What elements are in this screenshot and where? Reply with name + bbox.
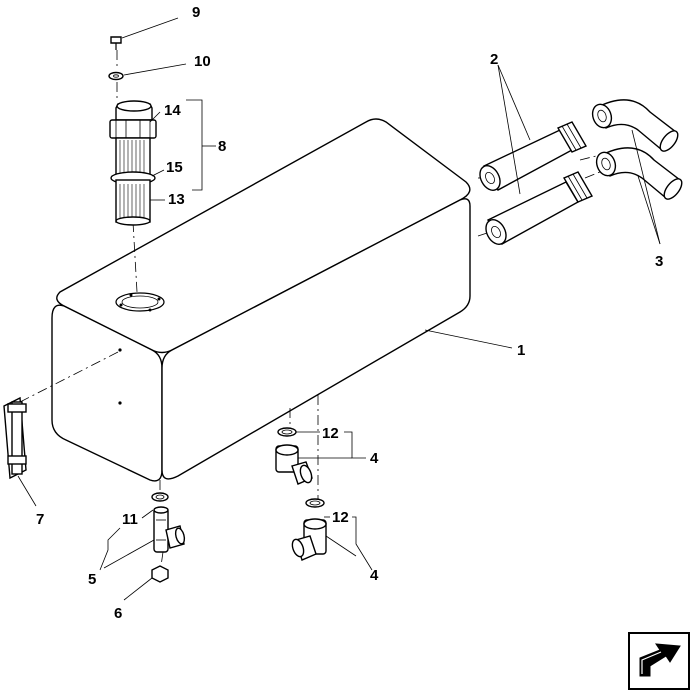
level-gauge-bracket xyxy=(3,396,27,480)
leader-lines xyxy=(17,17,661,601)
elbow-fitting-lower xyxy=(595,147,683,200)
callout-1: 1 xyxy=(517,342,525,359)
elbow-fitting-upper xyxy=(591,99,679,152)
callout-labels: 9 10 14 8 15 13 2 3 1 12 4 12 4 11 5 6 7 xyxy=(36,4,663,622)
callout-7: 7 xyxy=(36,511,44,528)
screw xyxy=(110,36,122,50)
callout-4-lower: 4 xyxy=(370,567,379,584)
callout-3: 3 xyxy=(655,253,663,270)
callout-12-upper: 12 xyxy=(322,425,339,442)
next-page-arrow-icon[interactable] xyxy=(628,632,690,690)
return-filter-upper xyxy=(479,121,588,191)
fuel-tank xyxy=(51,118,471,482)
callout-12-lower: 12 xyxy=(332,509,349,526)
drain-plug xyxy=(151,565,169,583)
o-ring-lower xyxy=(305,498,325,508)
callout-14: 14 xyxy=(164,102,181,119)
elbow-fitting-4-upper xyxy=(275,444,313,485)
callout-15: 15 xyxy=(166,159,183,176)
o-ring-upper xyxy=(277,427,297,437)
elbow-fitting-4-lower xyxy=(291,518,327,561)
drain-tee-fitting xyxy=(153,506,186,553)
sealing-washer xyxy=(151,492,169,502)
callout-4-upper: 4 xyxy=(370,450,379,467)
callout-9: 9 xyxy=(192,4,200,21)
washer xyxy=(108,71,124,81)
callout-2: 2 xyxy=(490,51,498,68)
filler-strainer-assembly xyxy=(109,100,157,226)
callout-13: 13 xyxy=(168,191,185,208)
callout-11: 11 xyxy=(122,511,138,528)
callout-10: 10 xyxy=(194,53,211,70)
callout-8: 8 xyxy=(218,138,226,155)
return-filter-lower xyxy=(485,171,594,245)
callout-6: 6 xyxy=(114,605,122,622)
callout-5: 5 xyxy=(88,571,96,588)
